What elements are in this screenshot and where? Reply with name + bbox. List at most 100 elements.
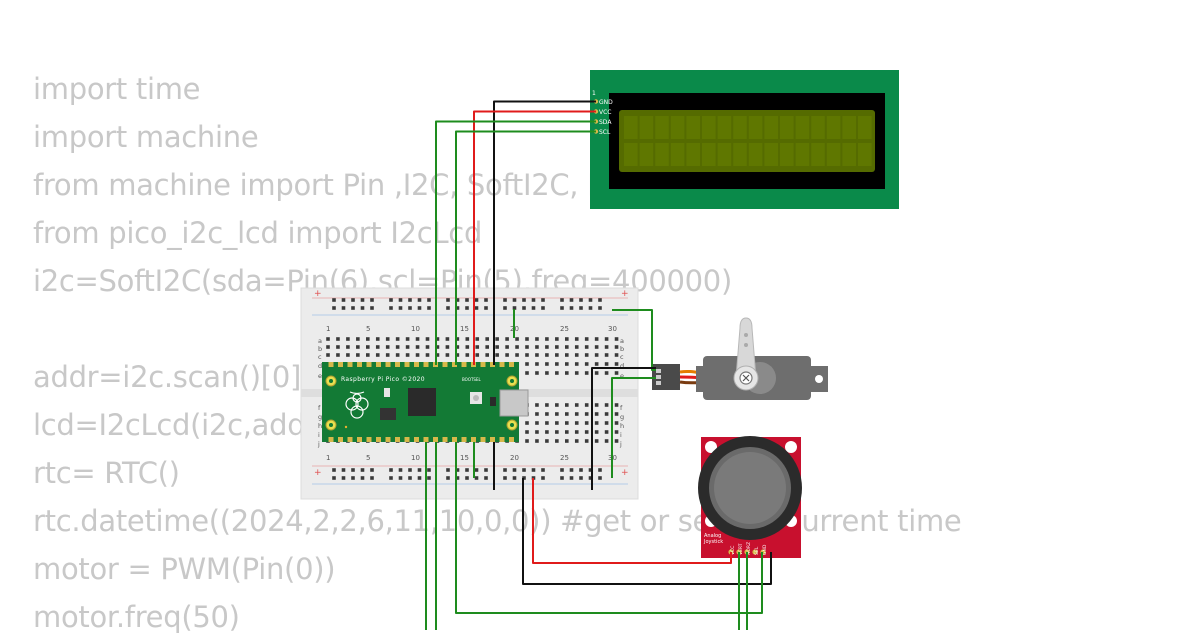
raspberry-logo-icon — [345, 391, 369, 419]
rail-hole — [512, 306, 517, 310]
lcd-pin-label-scl: SCL — [599, 129, 611, 136]
rail-hole — [598, 298, 602, 302]
breadboard-hole — [515, 345, 519, 349]
breadboard-hole — [555, 412, 559, 416]
wires — [425, 100, 772, 630]
wire-servo-vcc — [611, 377, 656, 478]
joystick-pin-label: SEL — [754, 546, 760, 555]
rail-hole — [569, 298, 574, 302]
lcd-cell — [748, 143, 763, 166]
breadboard-hole — [326, 345, 330, 349]
lcd-cell — [780, 116, 794, 139]
breadboard-hole — [415, 337, 420, 341]
pico-pin — [376, 437, 381, 442]
breadboard-hole — [545, 439, 549, 443]
rail-hole — [446, 468, 450, 472]
breadboard-hole — [385, 353, 390, 357]
rail-hole — [408, 476, 412, 480]
column-number: 25 — [560, 454, 569, 462]
breadboard-hole — [565, 371, 569, 375]
rail-hole — [360, 306, 365, 310]
rail-hole — [474, 476, 479, 480]
breadboard-hole — [604, 371, 609, 375]
code-line: import time — [33, 72, 201, 106]
breadboard-hole — [555, 439, 559, 443]
breadboard-hole — [614, 439, 619, 443]
rail-hole — [417, 306, 422, 310]
breadboard-hole — [584, 403, 589, 407]
breadboard-hole — [535, 362, 539, 366]
pico-pin — [423, 362, 429, 367]
breadboard-hole — [614, 353, 619, 357]
breadboard-hole — [515, 353, 519, 357]
breadboard-hole — [495, 337, 499, 341]
breadboard-hole — [366, 345, 370, 349]
breadboard-hole — [604, 439, 609, 443]
column-number: 5 — [366, 454, 370, 462]
breadboard-hole — [395, 337, 400, 341]
rail-hole — [417, 468, 422, 472]
rail-hole — [503, 306, 507, 310]
breadboard-hole — [574, 421, 579, 425]
plus-mark: + — [621, 468, 629, 478]
wire-lcd-scl — [455, 130, 596, 365]
rail-hole — [398, 476, 403, 480]
breadboard-hole — [445, 345, 450, 349]
rail-hole — [398, 306, 403, 310]
rail-hole — [332, 298, 336, 302]
breadboard-hole — [614, 412, 619, 416]
pico-pin — [442, 362, 448, 367]
lcd-cell — [670, 116, 685, 139]
rail-hole — [484, 298, 488, 302]
row-letter: f — [318, 404, 321, 412]
rail-hole — [541, 476, 545, 480]
wire-lcd-sda — [435, 120, 596, 365]
lcd-cell — [733, 116, 747, 139]
rail-hole — [446, 476, 450, 480]
raspberry-pi-pico[interactable]: Raspberry Pi Pico ©2020 BOOTSEL — [322, 362, 529, 442]
rail-hole — [398, 468, 403, 472]
rail-hole — [370, 468, 374, 472]
breadboard-hole — [545, 345, 549, 349]
lcd-display[interactable]: 1 GND VCC SDA SCL — [590, 70, 899, 209]
pico-pin — [338, 437, 343, 442]
lcd-cell — [780, 143, 794, 166]
servo-motor[interactable] — [652, 317, 828, 400]
breadboard-hole — [366, 353, 370, 357]
analog-joystick[interactable]: Analog Joystick VCC VERT HORZ SEL GND — [698, 436, 802, 558]
breadboard-hole — [425, 337, 430, 341]
rail-hole — [569, 476, 574, 480]
plus-mark: + — [621, 289, 629, 299]
breadboard-hole — [614, 421, 619, 425]
rail-hole — [560, 298, 564, 302]
servo-horn — [735, 317, 757, 379]
rail-hole — [341, 306, 346, 310]
pico-pin — [433, 437, 438, 442]
breadboard-hole — [565, 337, 569, 341]
breadboard-hole — [594, 421, 599, 425]
pico-pin — [328, 437, 334, 442]
breadboard-hole — [336, 345, 340, 349]
lcd-cell — [655, 116, 669, 139]
rail-hole — [484, 476, 488, 480]
breadboard-hole — [455, 353, 460, 357]
pico-pin — [471, 437, 476, 442]
rail-hole — [332, 476, 336, 480]
rail-hole — [541, 306, 545, 310]
pico-label: Raspberry Pi Pico ©2020 — [341, 376, 425, 383]
rail-hole — [332, 306, 336, 310]
breadboard-hole — [604, 353, 609, 357]
row-letter: c — [318, 353, 322, 361]
lcd-pin-label-sda: SDA — [599, 119, 612, 126]
rail-hole — [446, 306, 450, 310]
breadboard-hole — [604, 421, 609, 425]
lcd-character-cells — [624, 116, 872, 166]
column-number: 10 — [411, 325, 420, 333]
breadboard-hole — [405, 337, 410, 341]
rail-hole — [465, 298, 469, 302]
rail-hole — [588, 298, 593, 302]
breadboard-hole — [405, 345, 410, 349]
rail-hole — [569, 468, 574, 472]
rail-hole — [465, 306, 469, 310]
